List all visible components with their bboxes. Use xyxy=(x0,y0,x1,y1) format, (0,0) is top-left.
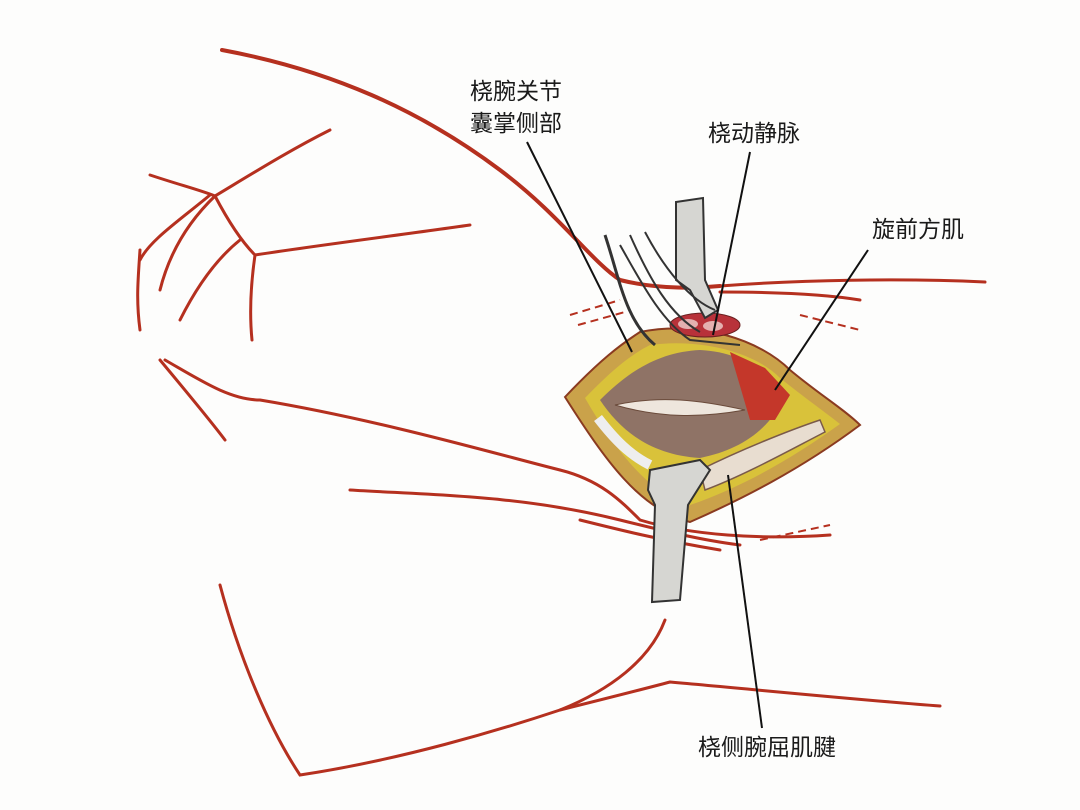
label-pronator-quadratus: 旋前方肌 xyxy=(872,217,964,243)
label-joint-capsule-line2: 囊掌侧部 xyxy=(470,111,562,137)
lower-retractor xyxy=(646,458,712,604)
upper-retractor xyxy=(603,196,741,347)
label-fcr-tendon: 桡侧腕屈肌腱 xyxy=(698,735,836,761)
pronator-quadratus-muscle xyxy=(730,352,790,420)
fcr-tendon xyxy=(699,419,826,491)
label-joint-capsule: 桡腕关节 囊掌侧部 xyxy=(470,76,562,140)
dashed-nerve-lines xyxy=(569,299,861,541)
label-joint-capsule-line1: 桡腕关节 xyxy=(470,79,562,105)
superficial-vessels xyxy=(136,48,987,777)
incision xyxy=(563,312,862,524)
label-radial-vessels: 桡动静脉 xyxy=(708,121,800,147)
leader-lines xyxy=(526,141,869,729)
